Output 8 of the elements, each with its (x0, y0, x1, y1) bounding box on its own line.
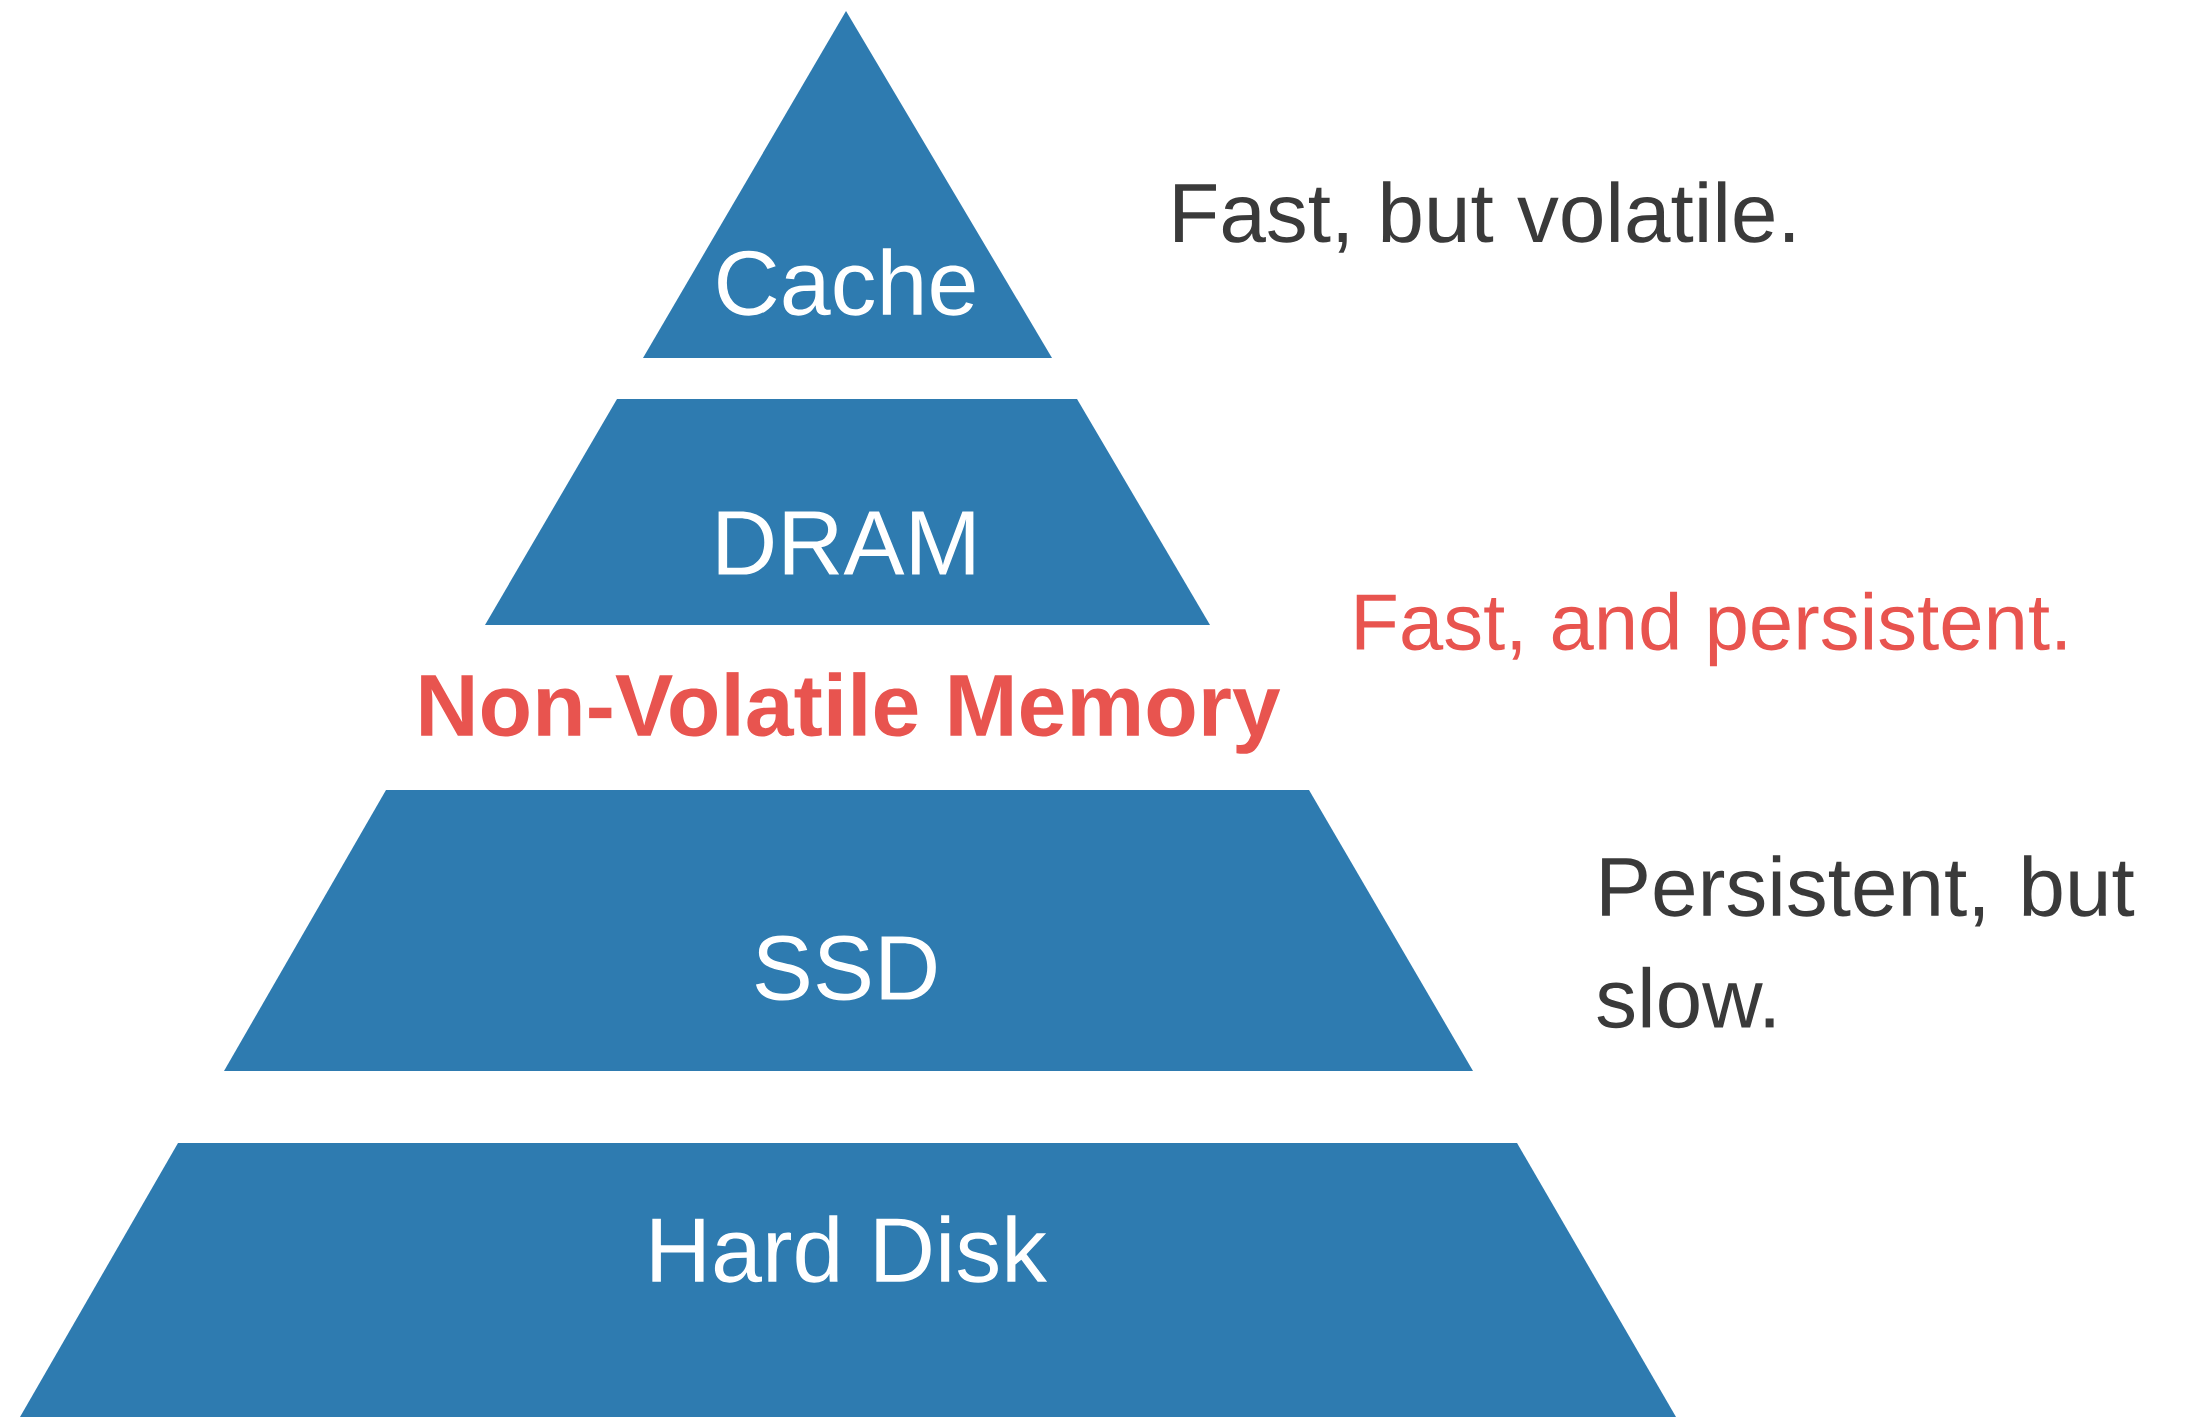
level-heading: Non-Volatile Memory (421, 672, 1281, 754)
pyramid-level: SSD (224, 790, 1473, 1071)
annotation: Persistent, but slow. (1597, 855, 2135, 1029)
annotation: Fast, and persistent. (1356, 591, 2065, 667)
annotation: Fast, but volatile. (1175, 181, 1794, 253)
pyramid-level: DRAM (485, 399, 1210, 625)
pyramid-level: Cache (643, 11, 1052, 358)
pyramid-level: Hard Disk (20, 1143, 1676, 1417)
